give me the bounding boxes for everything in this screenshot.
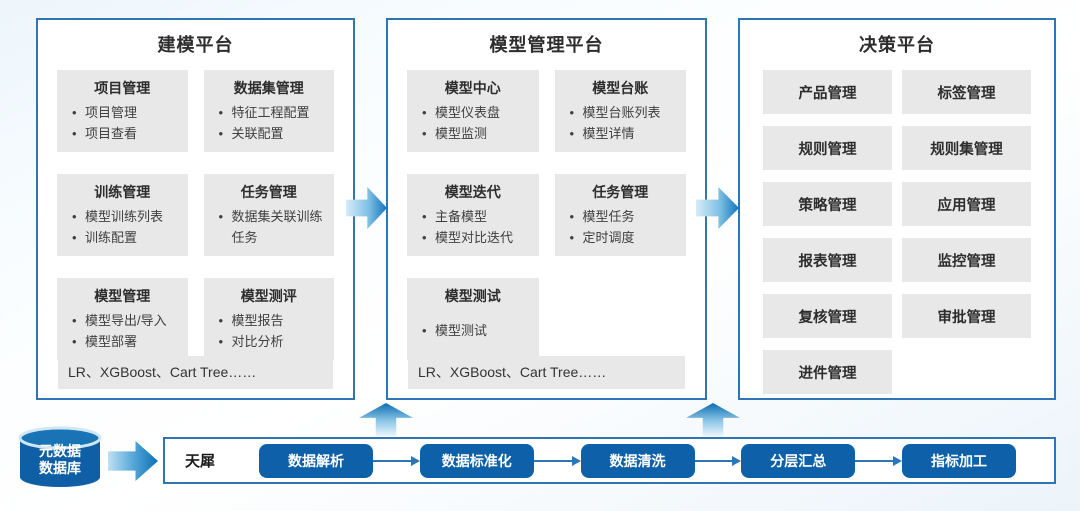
panel-model-management-platform: 模型管理平台 模型中心 模型仪表盘 模型监测 模型台账 模型台账列表 模型详情 … — [386, 18, 707, 400]
data-pipeline-box: 天犀 数据解析 数据标准化 数据清洗 分层汇总 指标加工 — [163, 437, 1056, 484]
card-item-list: 特征工程配置 关联配置 — [212, 102, 327, 144]
card-item: 模型台账列表 — [570, 102, 679, 123]
connector-arrow-icon — [373, 456, 420, 466]
card-model-management: 模型管理 模型导出/导入 模型部署 — [57, 278, 188, 360]
card-item: 对比分析 — [219, 331, 327, 352]
card-model-evaluation: 模型测评 模型报告 对比分析 — [203, 278, 334, 360]
card-title: 训练管理 — [94, 184, 151, 200]
card-item: 模型任务 — [570, 206, 679, 227]
card-item: 项目管理 — [72, 102, 180, 123]
card-item: 模型训练列表 — [72, 206, 180, 227]
card-item-list: 模型任务 定时调度 — [563, 206, 679, 248]
decision-box-rule: 规则管理 — [763, 126, 892, 170]
card-title: 模型中心 — [444, 80, 501, 96]
card-item: 关联配置 — [219, 123, 327, 144]
pipeline-node-clean: 数据清洗 — [580, 443, 695, 478]
card-model-ledger: 模型台账 模型台账列表 模型详情 — [554, 70, 686, 152]
card-item: 定时调度 — [570, 227, 679, 248]
card-item: 项目查看 — [72, 123, 180, 144]
card-item: 主备模型 — [422, 206, 531, 227]
card-item-list: 模型台账列表 模型详情 — [563, 102, 679, 144]
card-item: 特征工程配置 — [219, 102, 327, 123]
card-item-list: 模型导出/导入 模型部署 — [65, 310, 180, 352]
card-item-list: 模型测试 — [415, 320, 531, 341]
card-title: 任务管理 — [592, 184, 649, 200]
card-item-list: 模型训练列表 训练配置 — [65, 206, 180, 248]
card-title: 模型管理 — [94, 288, 151, 304]
pipeline-label: 天犀 — [185, 453, 216, 470]
right-arrow-icon-database-to-pipeline — [108, 441, 158, 481]
decision-box-product: 产品管理 — [763, 70, 892, 114]
panel-decision-platform: 决策平台 产品管理 标签管理 规则管理 规则集管理 策略管理 应用管理 报表管理… — [738, 18, 1056, 400]
up-arrow-icon-pipeline-to-mgmt — [359, 403, 413, 436]
card-item-list: 数据集关联训练任务 — [212, 206, 327, 248]
card-dataset-management: 数据集管理 特征工程配置 关联配置 — [203, 70, 334, 152]
connector-arrow-icon — [855, 456, 902, 466]
database-cylinder-icon — [18, 426, 102, 487]
decision-box-tag: 标签管理 — [902, 70, 1031, 114]
decision-box-report: 报表管理 — [763, 238, 892, 282]
card-item-list: 项目管理 项目查看 — [65, 102, 180, 144]
up-arrow-icon-pipeline-to-decision — [686, 403, 740, 436]
decision-box-application: 应用管理 — [902, 182, 1031, 226]
card-model-center: 模型中心 模型仪表盘 模型监测 — [407, 70, 539, 152]
card-item: 模型部署 — [72, 331, 180, 352]
card-item: 模型仪表盘 — [422, 102, 531, 123]
modeling-cards-grid: 项目管理 项目管理 项目查看 数据集管理 特征工程配置 关联配置 训练管理 模型… — [57, 70, 334, 360]
metadata-database: 元数据 数据库 — [16, 425, 104, 491]
decision-box-monitoring: 监控管理 — [902, 238, 1031, 282]
card-title: 任务管理 — [240, 184, 297, 200]
decision-box-intake: 进件管理 — [763, 350, 892, 394]
card-item-list: 模型报告 对比分析 — [212, 310, 327, 352]
card-title: 模型测评 — [240, 288, 297, 304]
connector-arrow-icon — [694, 456, 742, 466]
database-label-line2: 数据库 — [39, 460, 81, 476]
card-training-management: 训练管理 模型训练列表 训练配置 — [57, 174, 188, 256]
card-item: 模型监测 — [422, 123, 531, 144]
card-title: 项目管理 — [94, 80, 151, 96]
card-item: 模型报告 — [219, 310, 327, 331]
card-item-list: 主备模型 模型对比迭代 — [415, 206, 531, 248]
decision-box-ruleset: 规则集管理 — [902, 126, 1031, 170]
panel-title-model-management: 模型管理平台 — [489, 35, 604, 55]
algorithms-bar-mgmt: LR、XGBoost、Cart Tree…… — [408, 356, 685, 389]
pipeline-node-parse: 数据解析 — [259, 443, 374, 478]
card-title: 模型台账 — [592, 80, 649, 96]
card-item: 模型测试 — [422, 320, 531, 341]
card-item-list: 模型仪表盘 模型监测 — [415, 102, 531, 144]
panel-modeling-platform: 建模平台 项目管理 项目管理 项目查看 数据集管理 特征工程配置 关联配置 训练… — [36, 18, 355, 400]
card-item: 模型详情 — [570, 123, 679, 144]
database-label: 元数据 数据库 — [16, 443, 104, 477]
decision-box-strategy: 策略管理 — [763, 182, 892, 226]
card-item: 模型导出/导入 — [72, 310, 180, 331]
card-model-iteration: 模型迭代 主备模型 模型对比迭代 — [407, 174, 539, 256]
card-task-management-modeling: 任务管理 数据集关联训练任务 — [203, 174, 334, 256]
algorithms-bar-modeling: LR、XGBoost、Cart Tree…… — [58, 356, 333, 389]
panel-title-decision: 决策平台 — [859, 35, 935, 55]
card-item: 数据集关联训练任务 — [219, 206, 327, 248]
decision-box-approval: 审批管理 — [902, 294, 1031, 338]
database-label-line1: 元数据 — [39, 443, 81, 459]
card-model-testing: 模型测试 模型测试 — [407, 278, 539, 360]
panel-title-modeling: 建模平台 — [157, 35, 234, 55]
card-item: 模型对比迭代 — [422, 227, 531, 248]
mgmt-cards-grid: 模型中心 模型仪表盘 模型监测 模型台账 模型台账列表 模型详情 模型迭代 主备… — [407, 70, 686, 360]
card-item: 训练配置 — [72, 227, 180, 248]
pipeline-node-standardize: 数据标准化 — [419, 443, 534, 478]
connector-arrow-icon — [533, 456, 581, 466]
decision-boxes-grid: 产品管理 标签管理 规则管理 规则集管理 策略管理 应用管理 报表管理 监控管理… — [763, 70, 1031, 394]
pipeline-node-indicator: 指标加工 — [902, 443, 1017, 478]
card-title: 模型测试 — [444, 288, 501, 304]
pipeline-node-aggregate: 分层汇总 — [741, 443, 856, 478]
card-project-management: 项目管理 项目管理 项目查看 — [57, 70, 188, 152]
card-title: 模型迭代 — [444, 184, 501, 200]
card-task-management-mgmt: 任务管理 模型任务 定时调度 — [554, 174, 686, 256]
card-title: 数据集管理 — [233, 80, 304, 96]
decision-box-review: 复核管理 — [763, 294, 892, 338]
